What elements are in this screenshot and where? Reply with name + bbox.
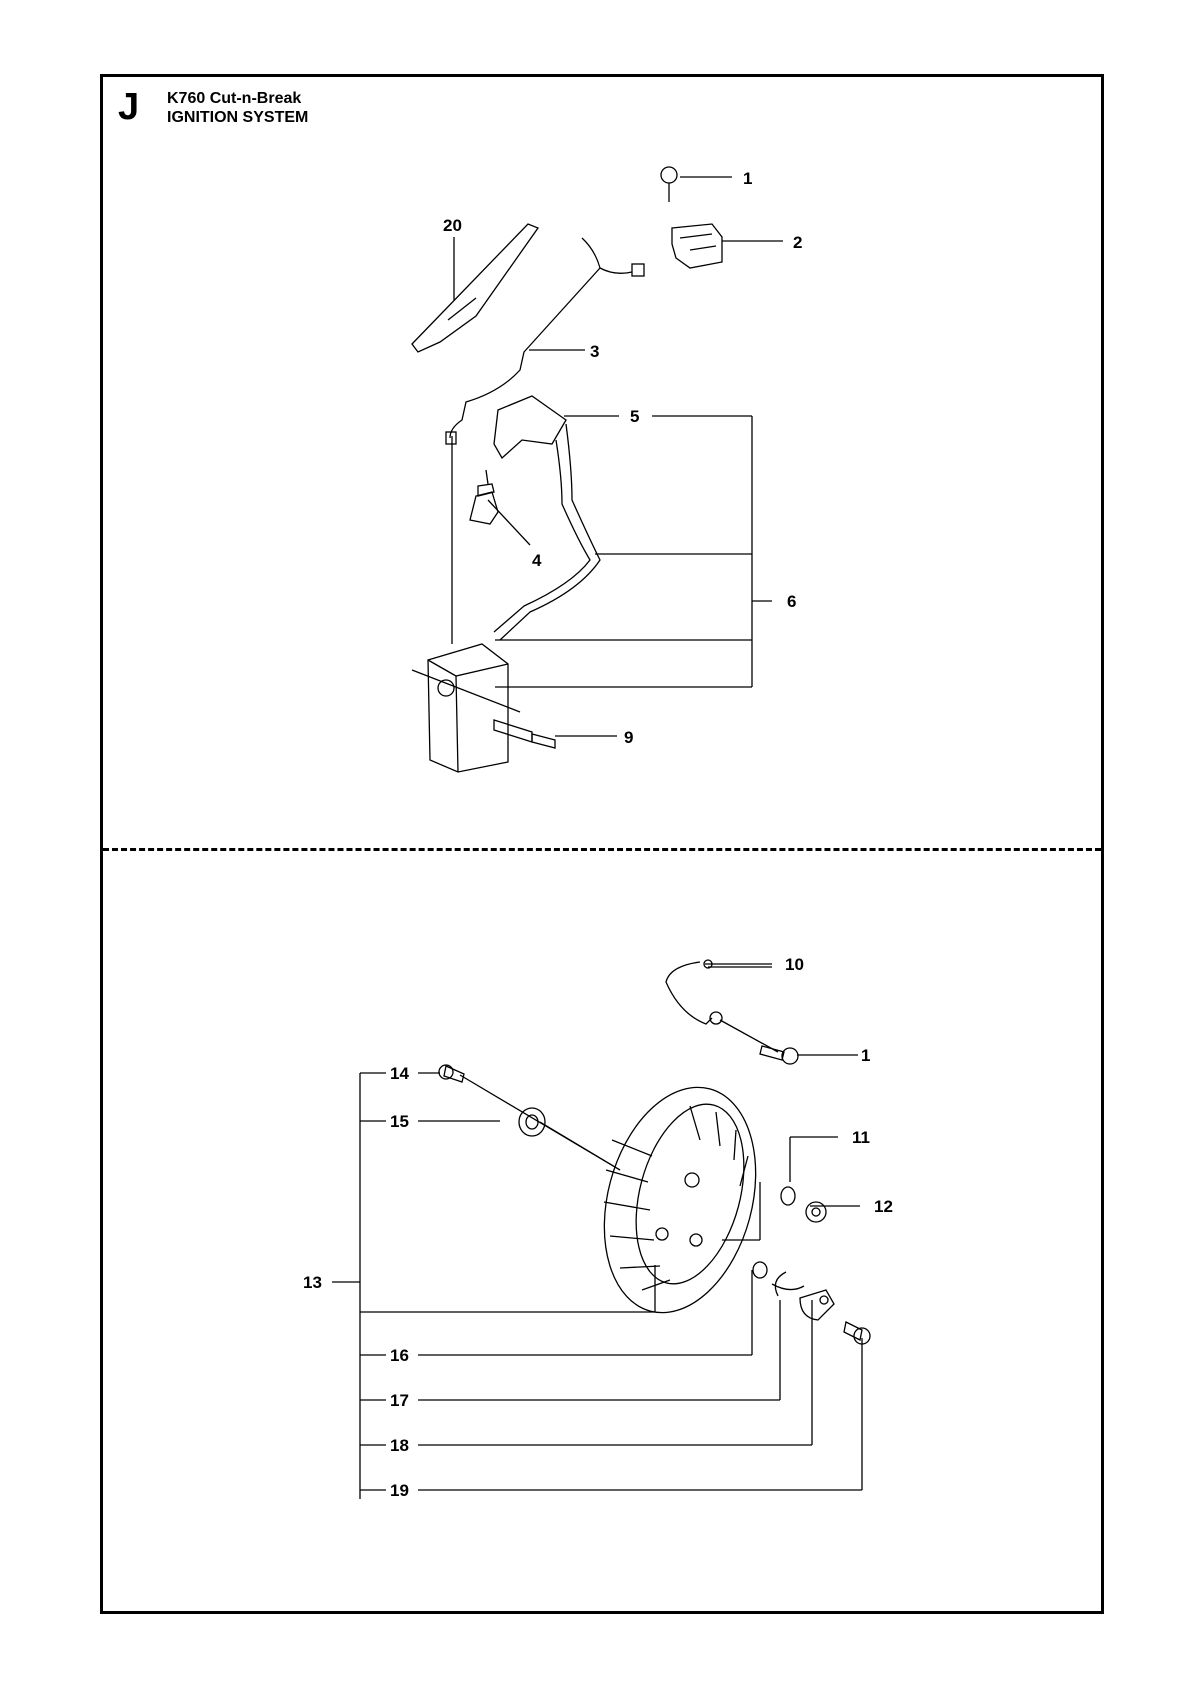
callout-11: 11: [852, 1128, 870, 1147]
callout-3: 3: [590, 342, 599, 361]
section-subtitle: IGNITION SYSTEM: [167, 109, 309, 127]
callout-12: 12: [874, 1197, 893, 1216]
callout-2: 2: [793, 233, 802, 252]
callout-14: 14: [390, 1064, 409, 1083]
callout-10: 10: [785, 955, 804, 974]
callout-16: 16: [390, 1346, 409, 1365]
callout-19: 19: [390, 1481, 409, 1500]
callout-1-top: 1: [743, 169, 752, 188]
callout-17: 17: [390, 1391, 409, 1410]
callout-13: 13: [303, 1273, 322, 1292]
callout-6: 6: [787, 592, 796, 611]
callout-18: 18: [390, 1436, 409, 1455]
callout-9: 9: [624, 728, 633, 747]
callout-5: 5: [630, 407, 639, 426]
page-frame: [100, 74, 1104, 1614]
page-title: K760 Cut-n-Break IGNITION SYSTEM: [167, 89, 308, 127]
section-divider: [103, 848, 1101, 851]
callout-15: 15: [390, 1112, 409, 1131]
callout-1-bottom: 1: [861, 1046, 870, 1065]
callout-20: 20: [443, 216, 462, 235]
model-name: K760 Cut-n-Break: [167, 90, 302, 107]
section-letter: J: [118, 86, 140, 128]
callout-4: 4: [532, 551, 542, 570]
